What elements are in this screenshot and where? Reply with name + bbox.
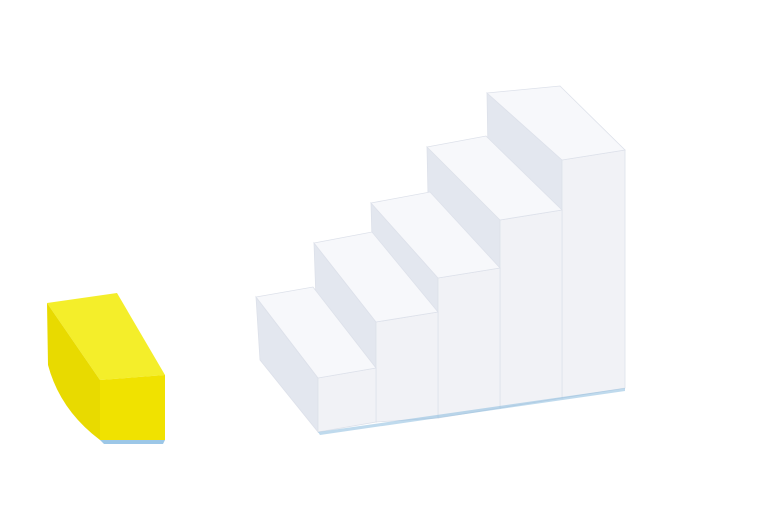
stair-block-top-5 [486, 85, 626, 161]
stair-block-top-1 [255, 286, 377, 379]
yellow-block-front-face [100, 375, 165, 440]
yellow-block-top [47, 293, 165, 380]
yellow-block [47, 293, 165, 444]
stair-block-top-4 [426, 135, 563, 221]
stair-block-top-2 [313, 231, 439, 323]
yellow-block-shadow [100, 440, 165, 444]
stair-blocks [255, 85, 626, 435]
stair-shadow [318, 388, 625, 435]
stair-block-top-3 [370, 191, 501, 279]
stair-block-front-3 [437, 267, 501, 419]
stair-block-front-1 [317, 367, 377, 433]
yellow-block-curved-face [47, 303, 100, 440]
stair-block-front-2 [375, 311, 439, 423]
stair-block-front-4 [499, 209, 563, 409]
stair-block-front-5 [561, 149, 626, 399]
